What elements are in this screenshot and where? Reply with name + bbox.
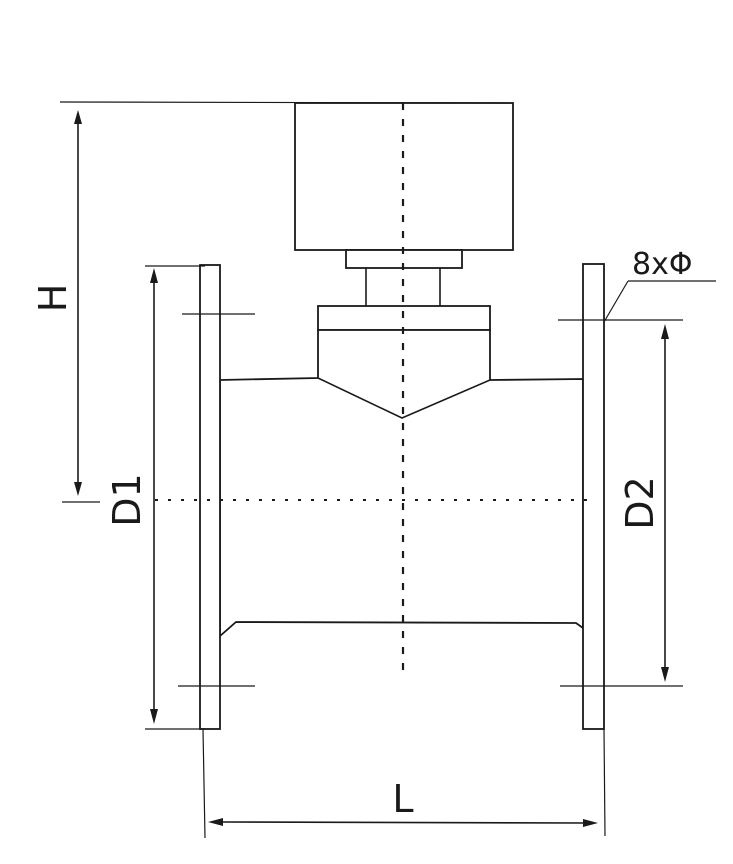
flange-right — [582, 263, 605, 730]
valve-body — [219, 329, 584, 638]
d2-label: D2 — [618, 476, 662, 529]
l-arrow-left — [208, 818, 223, 826]
d1-arrow-bottom — [150, 709, 158, 724]
l-dimension-line — [217, 821, 589, 824]
valve-seat — [317, 377, 491, 419]
d2-arrow-bottom — [661, 667, 669, 682]
d1-label: D1 — [105, 473, 149, 526]
h-arrow-bottom — [74, 482, 82, 496]
h-extension-top — [59, 101, 514, 104]
h-arrow-top — [74, 110, 82, 124]
bolt-holes-label: 8xΦ — [632, 247, 692, 282]
l-label: L — [392, 777, 413, 821]
bolt-leader-diagonal — [603, 280, 629, 323]
l-extension-right — [603, 728, 606, 837]
d1-arrow-top — [150, 268, 158, 283]
actuator-box — [294, 102, 514, 251]
l-extension-left — [202, 728, 206, 839]
d2-arrow-top — [661, 324, 669, 339]
l-arrow-right — [583, 819, 598, 827]
h-label: H — [31, 284, 75, 313]
flange-left — [199, 264, 221, 730]
